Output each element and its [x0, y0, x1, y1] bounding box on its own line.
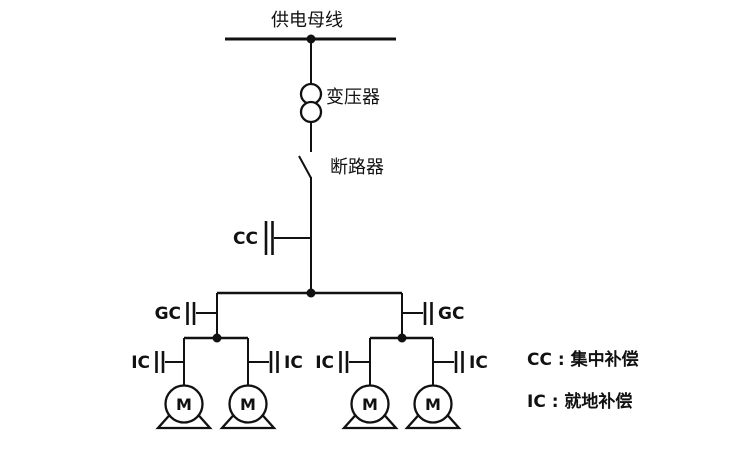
breaker-label: 断路器	[330, 157, 384, 178]
motor-circle	[164, 384, 204, 424]
motor-symbol: M	[341, 384, 399, 430]
motor-circle	[350, 384, 390, 424]
motor-circle	[228, 384, 268, 424]
ic-label: IC	[469, 353, 488, 373]
motor-group-left: GC IC IC M M	[131, 293, 303, 430]
ic-capacitor	[339, 351, 370, 373]
transformer-coil-bottom	[299, 100, 323, 124]
gc-capacitor	[186, 302, 217, 325]
motor-label: M	[362, 395, 378, 414]
junction-dot	[212, 333, 222, 343]
motor-symbol: M	[219, 384, 277, 430]
junction-dot	[397, 333, 407, 343]
legend-cc: CC : 集中补偿	[527, 349, 639, 370]
ic-capacitor	[433, 351, 464, 373]
motor-symbol: M	[155, 384, 213, 430]
motor-group-right: GC IC IC M M	[315, 293, 488, 430]
busbar-label: 供电母线	[271, 10, 343, 31]
gc-label: GC	[438, 304, 464, 324]
ic-capacitor	[155, 351, 184, 373]
motor-label: M	[240, 395, 256, 414]
motor-label: M	[425, 395, 441, 414]
gc-label: GC	[155, 304, 181, 324]
transformer-label: 变压器	[326, 87, 380, 108]
ic-label: IC	[284, 353, 303, 373]
motor-symbol: M	[404, 384, 462, 430]
motor-label: M	[176, 395, 192, 414]
cc-capacitor	[264, 221, 311, 255]
legend-ic: IC : 就地补偿	[527, 391, 632, 412]
cc-label: CC	[233, 229, 258, 249]
ic-label: IC	[315, 353, 334, 373]
motor-circle	[413, 384, 453, 424]
junction-dot	[306, 288, 316, 298]
ic-capacitor	[248, 351, 279, 373]
legend: CC : 集中补偿 IC : 就地补偿	[527, 349, 639, 412]
breaker-symbol	[298, 155, 312, 179]
gc-capacitor	[402, 302, 433, 325]
transformer-symbol	[299, 82, 323, 124]
ic-label: IC	[131, 353, 150, 373]
